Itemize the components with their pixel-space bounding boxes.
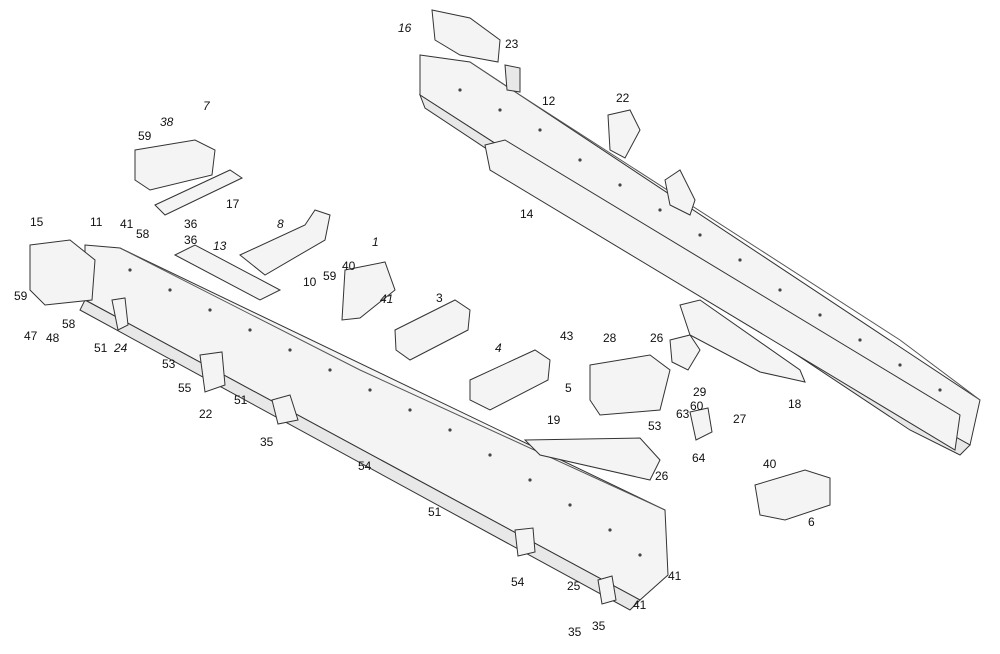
callout: 10 xyxy=(303,275,317,289)
callout: 27 xyxy=(733,412,747,426)
callout: 53 xyxy=(162,357,176,371)
crossmember-4 xyxy=(469,349,551,411)
callout: 3 xyxy=(436,291,443,305)
bracket-22-upper xyxy=(607,109,641,159)
gusset-plate xyxy=(664,169,696,216)
right-side-rail xyxy=(418,54,981,456)
callout: 26 xyxy=(650,331,664,345)
callout: 11 xyxy=(90,215,103,229)
callout: 36 xyxy=(184,217,198,231)
callout: 26 xyxy=(655,469,669,483)
rear-plate-upper xyxy=(431,9,521,93)
callout: 8 xyxy=(277,217,284,231)
bracket-54 xyxy=(514,527,536,557)
callout: 35 xyxy=(568,625,582,639)
gusset-35 xyxy=(271,394,299,425)
bracket-15 xyxy=(29,239,96,306)
crossmember-1 xyxy=(341,261,471,361)
bracket-group-7 xyxy=(134,139,244,216)
hardware-group-bottom xyxy=(597,575,617,605)
callout: 51 xyxy=(94,341,108,355)
callout: 58 xyxy=(62,317,76,331)
callout: 51 xyxy=(428,505,442,519)
callout: 63 xyxy=(676,407,690,421)
callout: 40 xyxy=(342,259,356,273)
crossmember-8 xyxy=(239,209,331,276)
bracket-22-lower xyxy=(199,351,226,393)
callout: 60 xyxy=(690,399,704,413)
callout: 25 xyxy=(567,579,581,593)
plate-assembly-5 xyxy=(589,334,701,416)
callout: 14 xyxy=(520,207,534,221)
callout: 41 xyxy=(633,598,647,612)
callout: 47 xyxy=(24,329,38,343)
callout: 35 xyxy=(260,435,274,449)
bracket-27 xyxy=(689,407,713,441)
callout: 41 xyxy=(120,217,134,231)
callout: 5 xyxy=(565,381,572,395)
callout: 23 xyxy=(505,37,519,51)
plate-13 xyxy=(173,244,282,301)
callout: 7 xyxy=(203,99,211,113)
callout: 41 xyxy=(380,292,393,306)
callout: 53 xyxy=(648,419,662,433)
bracket-6 xyxy=(754,469,831,521)
gusset-19 xyxy=(523,437,661,481)
callout-labels: 16 23 12 22 7 38 59 14 17 15 11 41 36 58… xyxy=(14,21,815,639)
callout: 4 xyxy=(495,341,502,355)
callout: 43 xyxy=(560,329,574,343)
callout: 19 xyxy=(547,413,561,427)
callout: 54 xyxy=(511,575,525,589)
callout: 18 xyxy=(788,397,802,411)
callout: 55 xyxy=(178,381,192,395)
callout: 29 xyxy=(693,385,707,399)
callout: 36 xyxy=(184,233,198,247)
callout: 22 xyxy=(616,91,630,105)
callout: 13 xyxy=(213,239,227,253)
callout: 59 xyxy=(14,289,28,303)
callout: 40 xyxy=(763,457,777,471)
callout: 22 xyxy=(199,407,213,421)
callout: 1 xyxy=(372,235,379,249)
bracket-18 xyxy=(679,299,806,383)
bracket-24 xyxy=(111,297,129,331)
callout: 59 xyxy=(138,129,152,143)
callout: 17 xyxy=(226,197,240,211)
callout: 54 xyxy=(358,459,372,473)
callout: 24 xyxy=(113,341,128,355)
callout: 58 xyxy=(136,227,150,241)
callout: 6 xyxy=(808,515,815,529)
callout: 38 xyxy=(160,115,174,129)
callout: 35 xyxy=(592,619,606,633)
callout: 51 xyxy=(234,393,248,407)
callout: 15 xyxy=(30,215,44,229)
callout: 48 xyxy=(46,331,60,345)
callout: 64 xyxy=(692,451,706,465)
callout: 16 xyxy=(398,21,412,35)
callout: 12 xyxy=(542,94,556,108)
rivet-holes xyxy=(128,88,942,557)
callout: 41 xyxy=(668,569,682,583)
callout: 59 xyxy=(323,269,337,283)
callout: 28 xyxy=(603,331,617,345)
